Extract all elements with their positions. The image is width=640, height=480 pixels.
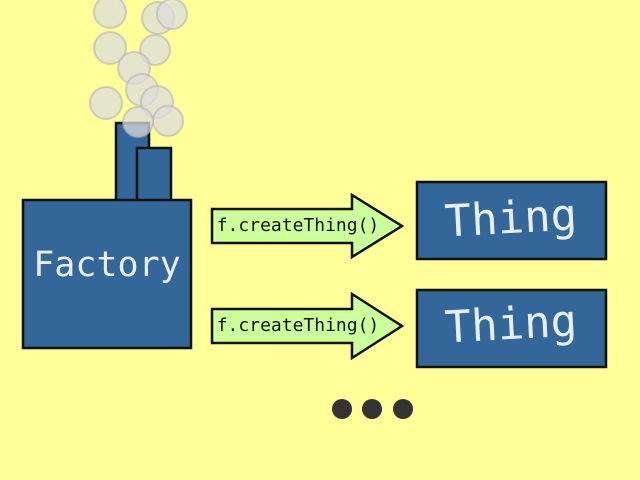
smoke-puff	[89, 86, 123, 120]
thing-box-2: Thing	[415, 288, 608, 369]
dot	[362, 399, 382, 419]
chimney-short	[135, 146, 173, 203]
thing-label: Thing	[443, 296, 578, 354]
smoke-puff	[93, 0, 127, 29]
arrow-shape	[210, 192, 405, 260]
smoke-puff	[122, 106, 154, 138]
smoke-puff	[139, 34, 171, 66]
thing-box-1: Thing	[415, 180, 608, 261]
dot	[393, 399, 413, 419]
smoke-puff-icon	[89, 0, 188, 138]
factory-body	[21, 198, 193, 350]
smoke-puff	[93, 31, 127, 65]
factory-label: Factory	[33, 245, 181, 285]
smoke-puff	[156, 0, 188, 30]
ellipsis-dots-icon	[332, 399, 413, 419]
arrow-label: f.createThing()	[217, 315, 380, 336]
smoke-puff	[152, 105, 184, 137]
dot	[332, 399, 352, 419]
thing-label: Thing	[443, 190, 578, 248]
thing-body	[415, 180, 608, 261]
create-arrow-1: f.createThing()	[210, 192, 405, 260]
create-arrow-2: f.createThing()	[210, 291, 405, 361]
factory-box: Factory	[21, 198, 193, 350]
arrow-label: f.createThing()	[217, 215, 380, 236]
thing-body	[415, 288, 608, 369]
arrow-shape	[210, 291, 405, 361]
